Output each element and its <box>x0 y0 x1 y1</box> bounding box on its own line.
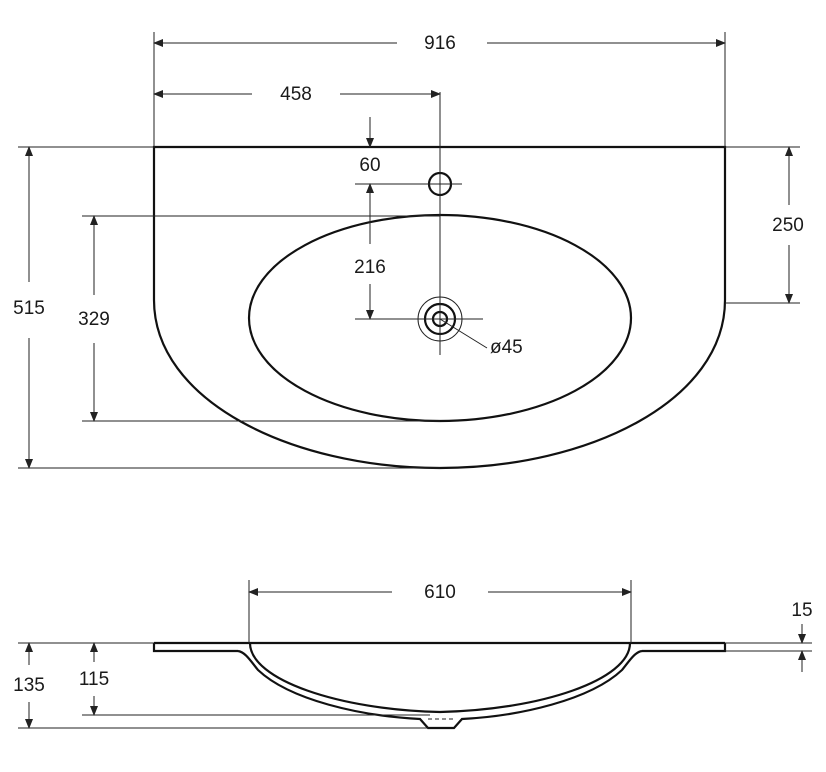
dim-515-label: 515 <box>13 298 45 319</box>
dim-610-label: 610 <box>424 582 456 603</box>
dim-216-label: 216 <box>354 257 386 278</box>
dim-45-leader <box>439 318 488 349</box>
dim-916-label: 916 <box>424 33 456 54</box>
dim-135-label: 135 <box>13 675 45 696</box>
rim-left <box>152 643 238 653</box>
dim-458-label: 458 <box>280 84 312 105</box>
side-view: 610 15 135 115 <box>13 580 813 730</box>
dim-60-label: 60 <box>359 155 380 176</box>
rim-right <box>642 643 727 653</box>
bowl-inner-curve <box>248 642 632 714</box>
dim-15-label: 15 <box>791 600 812 621</box>
bowl-outer-curve <box>237 649 643 730</box>
dim-329-label: 329 <box>78 309 110 330</box>
dim-45-label: ø45 <box>490 337 523 358</box>
basin-outline <box>152 145 727 470</box>
dim-115-label: 115 <box>79 669 109 690</box>
dim-250-label: 250 <box>772 215 804 236</box>
top-view: 916 458 60 216 250 515 329 ø45 <box>13 32 804 470</box>
